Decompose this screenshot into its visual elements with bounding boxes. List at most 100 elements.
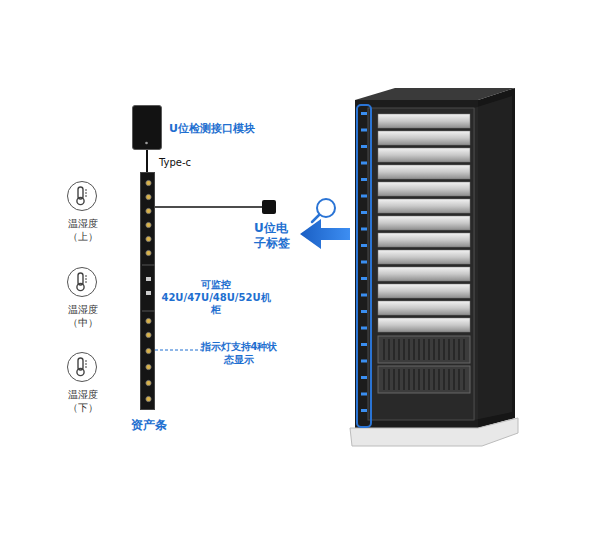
rail-tag (361, 244, 367, 247)
vent-line (428, 339, 430, 360)
vent-line (433, 369, 435, 390)
scale-tick (85, 276, 87, 277)
vent-line (423, 369, 425, 390)
side-glass (474, 96, 512, 420)
server-unit (378, 250, 470, 264)
node-label: 温湿度 （中） (58, 304, 108, 329)
rail-tag (361, 162, 367, 165)
rail-tag (361, 393, 367, 396)
server-unit (378, 267, 470, 281)
vent-line (413, 369, 415, 390)
vent-line (453, 369, 455, 390)
server-units (378, 114, 470, 332)
indicator-led (146, 250, 151, 255)
vent-line (418, 339, 420, 360)
server-unit (378, 199, 470, 213)
vent-line (413, 339, 415, 360)
module-details (133, 106, 160, 148)
vent-line (448, 339, 450, 360)
thermometer-bulb (77, 283, 84, 290)
vent-line (453, 339, 455, 360)
rail-tag (361, 277, 367, 280)
scale-tick (85, 364, 87, 365)
u-tag-connector: U位电子标签 (262, 200, 276, 214)
rail-tag (361, 376, 367, 379)
glass-door (368, 108, 474, 420)
node-label: U位检测接口模块 (169, 122, 255, 136)
vent-lines (384, 339, 464, 390)
rail-tag (361, 294, 367, 297)
node-label: 温湿度 （上） (58, 218, 108, 243)
cabinet-base (350, 418, 518, 446)
server-unit (378, 182, 470, 196)
scale-tick (85, 190, 87, 191)
vent-line (433, 339, 435, 360)
rail-tag (361, 145, 367, 148)
scale-tick (85, 361, 87, 362)
vent-line (458, 369, 460, 390)
vent-line (393, 369, 395, 390)
strip-ports (141, 173, 156, 411)
cabinet-front (355, 100, 478, 428)
vent-line (393, 339, 395, 360)
vent-line (398, 369, 400, 390)
humidity-sensor: 温湿度 （中） (67, 267, 97, 297)
humidity-sensor: 温湿度 （上） (67, 181, 97, 211)
pointer-arrow (300, 219, 350, 249)
server-unit (378, 233, 470, 247)
rail-tag (361, 112, 367, 115)
node-label: 资产条 (130, 418, 167, 433)
vent-line (418, 369, 420, 390)
interface-module: U位检测接口模块 (132, 105, 162, 150)
annotation: 指示灯支持4种状态显示 (199, 341, 279, 366)
indicator-led (146, 180, 151, 185)
indicator-led (146, 208, 151, 213)
server-unit (378, 148, 470, 162)
server-unit (378, 216, 470, 230)
strip-joint (142, 265, 155, 266)
rail-tag (361, 343, 367, 346)
node-label: 温湿度 （下） (58, 389, 108, 414)
thermometer-icon (68, 182, 95, 209)
indicator-led (146, 380, 151, 385)
vent-line (463, 339, 465, 360)
tag-highlight-frame (357, 105, 371, 427)
vent-line (428, 369, 430, 390)
strip-port (146, 291, 151, 295)
vent-line (443, 369, 445, 390)
humidity-sensor: 温湿度 （下） (67, 352, 97, 382)
thermometer-bulb (77, 197, 84, 204)
scale-tick (85, 193, 87, 194)
rail-tag (361, 228, 367, 231)
indicator-led (146, 222, 151, 227)
server-unit (378, 114, 470, 128)
vent-line (458, 339, 460, 360)
storage-unit (378, 336, 470, 363)
vent-line (388, 369, 390, 390)
vent-line (408, 369, 410, 390)
rail-tag (361, 211, 367, 214)
vent-line (408, 339, 410, 360)
annotation: 可监控 42U/47U/48U/52U机柜 (160, 279, 272, 317)
magnifier-handle (312, 215, 319, 222)
server-unit (378, 301, 470, 315)
scale-tick (85, 196, 87, 197)
connector-cable (155, 206, 262, 208)
status-led (145, 142, 148, 145)
vent-line (448, 369, 450, 390)
vent-line (438, 339, 440, 360)
indicator-led (146, 348, 151, 353)
storage-unit (378, 366, 470, 393)
rail-tag (361, 195, 367, 198)
strip-port (146, 277, 151, 281)
leader-line (155, 350, 205, 351)
vent-line (383, 369, 385, 390)
indicator-led (146, 318, 151, 323)
thermometer-icon (68, 268, 95, 295)
vent-line (438, 369, 440, 390)
scale-tick (85, 279, 87, 280)
server-unit (378, 131, 470, 145)
thermometer-icon (68, 353, 95, 380)
